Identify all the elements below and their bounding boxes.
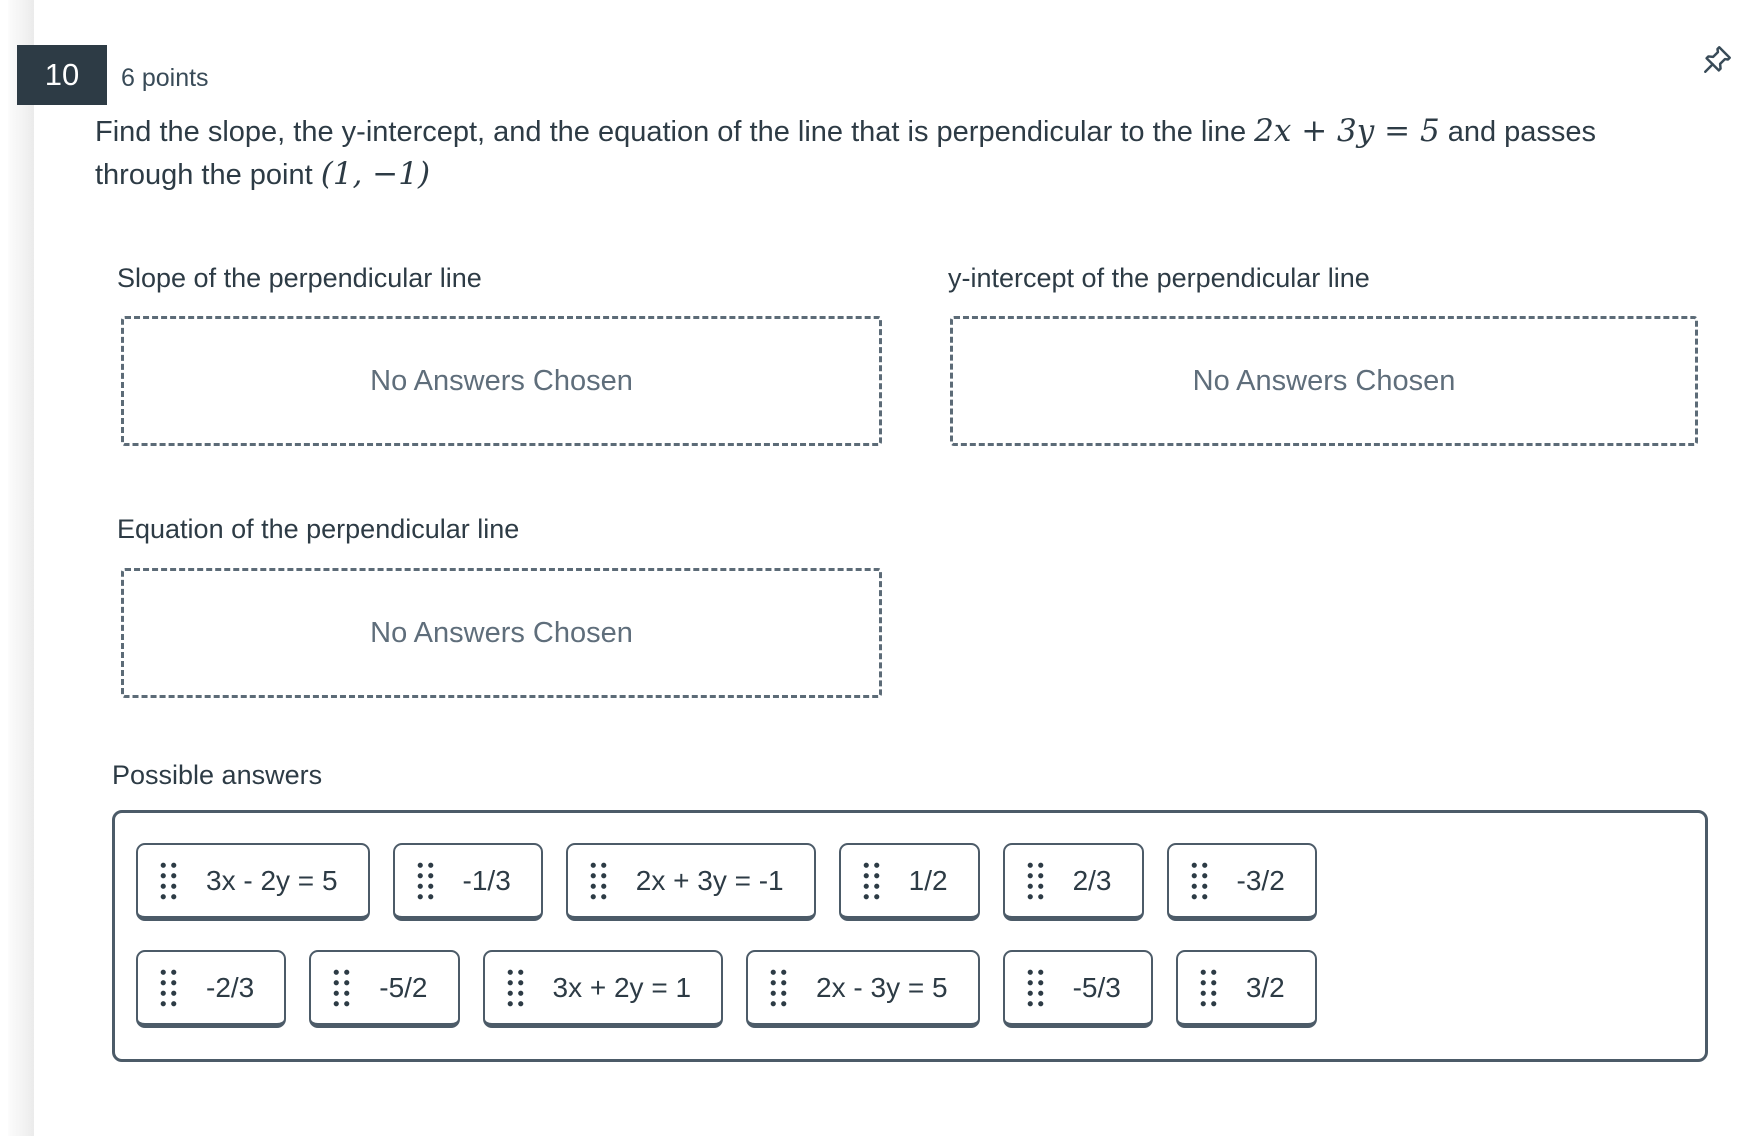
slope-zone-label: Slope of the perpendicular line — [117, 263, 482, 293]
answer-chip[interactable]: 2x + 3y = -1 — [565, 843, 816, 921]
y-intercept-drop-zone-placeholder: No Answers Chosen — [1192, 364, 1456, 397]
drag-dots-icon — [1024, 966, 1046, 1009]
slope-drop-zone[interactable]: No Answers Chosen — [121, 316, 882, 446]
answer-chip[interactable]: 3x + 2y = 1 — [482, 950, 724, 1028]
possible-answers-pool: 3x - 2y = 5 -1/3 2x + 3y = -1 1/2 2/3 -3… — [112, 810, 1708, 1062]
answer-chip[interactable]: -5/3 — [1002, 950, 1153, 1028]
drag-dots-icon — [414, 859, 436, 902]
answer-chip[interactable]: -5/2 — [309, 950, 460, 1028]
answer-chip[interactable]: 1/2 — [838, 843, 980, 921]
drag-dots-icon — [158, 859, 179, 902]
drag-dots-icon — [331, 966, 353, 1009]
equation-zone-label: Equation of the perpendicular line — [117, 514, 520, 544]
answer-chip[interactable]: 3x - 2y = 5 — [136, 843, 370, 921]
answer-chip-label: 3x + 2y = 1 — [552, 971, 692, 1003]
prompt-text-tail: and passes — [1439, 116, 1597, 148]
question-card-left-edge — [8, 0, 34, 1136]
prompt-text: through the point — [95, 159, 321, 191]
question-prompt-line2: through the point (1, −1) — [95, 153, 1745, 196]
slope-drop-zone-placeholder: No Answers Chosen — [370, 364, 633, 397]
answer-chip-label: -2/3 — [206, 971, 255, 1003]
possible-answers-label: Possible answers — [112, 760, 323, 790]
answer-chip-label: -1/3 — [462, 864, 511, 896]
answer-chip-row-2: -2/3 -5/2 3x + 2y = 1 2x - 3y = 5 -5/3 3… — [136, 950, 1684, 1028]
question-points: 6 points — [121, 64, 209, 92]
prompt-math-point: (1, −1) — [320, 156, 431, 192]
question-number: 10 — [44, 57, 80, 92]
answer-chip[interactable]: -3/2 — [1166, 843, 1317, 921]
drag-dots-icon — [1024, 859, 1046, 902]
drag-dots-icon — [860, 859, 882, 902]
answer-chip-label: -5/2 — [379, 971, 428, 1003]
drag-dots-icon — [1188, 859, 1210, 902]
answer-chip-label: 2/3 — [1072, 864, 1112, 896]
answer-chip-label: 2x - 3y = 5 — [816, 971, 948, 1003]
drag-dots-icon — [158, 966, 179, 1009]
answer-chip-label: 3x - 2y = 5 — [206, 864, 338, 896]
answer-chip[interactable]: -1/3 — [392, 843, 543, 921]
answer-chip[interactable]: 2x - 3y = 5 — [746, 950, 980, 1028]
drag-dots-icon — [587, 859, 609, 902]
y-intercept-drop-zone[interactable]: No Answers Chosen — [950, 316, 1698, 446]
question-prompt: Find the slope, the y-intercept, and the… — [95, 110, 1745, 196]
drag-dots-icon — [504, 966, 526, 1009]
equation-drop-zone[interactable]: No Answers Chosen — [121, 568, 882, 698]
pin-question-button[interactable] — [1692, 42, 1736, 86]
answer-chip-label: -3/2 — [1236, 864, 1285, 896]
answer-chip-row-1: 3x - 2y = 5 -1/3 2x + 3y = -1 1/2 2/3 -3… — [136, 843, 1684, 921]
question-prompt-line1: Find the slope, the y-intercept, and the… — [95, 110, 1745, 153]
y-intercept-zone-label: y-intercept of the perpendicular line — [948, 263, 1370, 293]
drag-dots-icon — [1197, 966, 1219, 1009]
drag-dots-icon — [768, 966, 790, 1009]
prompt-text: Find the slope, the y-intercept, and the… — [95, 116, 1255, 148]
answer-chip-label: 1/2 — [908, 864, 948, 896]
answer-chip[interactable]: 3/2 — [1175, 950, 1317, 1028]
equation-drop-zone-placeholder: No Answers Chosen — [370, 616, 633, 649]
answer-chip[interactable]: 2/3 — [1002, 843, 1144, 921]
answer-chip[interactable]: -2/3 — [136, 950, 287, 1028]
answer-chip-label: -5/3 — [1072, 971, 1121, 1003]
pushpin-icon — [1693, 42, 1735, 87]
prompt-math-equation: 2x + 3y = 5 — [1254, 113, 1440, 149]
answer-chip-label: 2x + 3y = -1 — [635, 864, 784, 896]
answer-chip-label: 3/2 — [1245, 971, 1285, 1003]
question-number-badge: 10 — [17, 45, 107, 105]
